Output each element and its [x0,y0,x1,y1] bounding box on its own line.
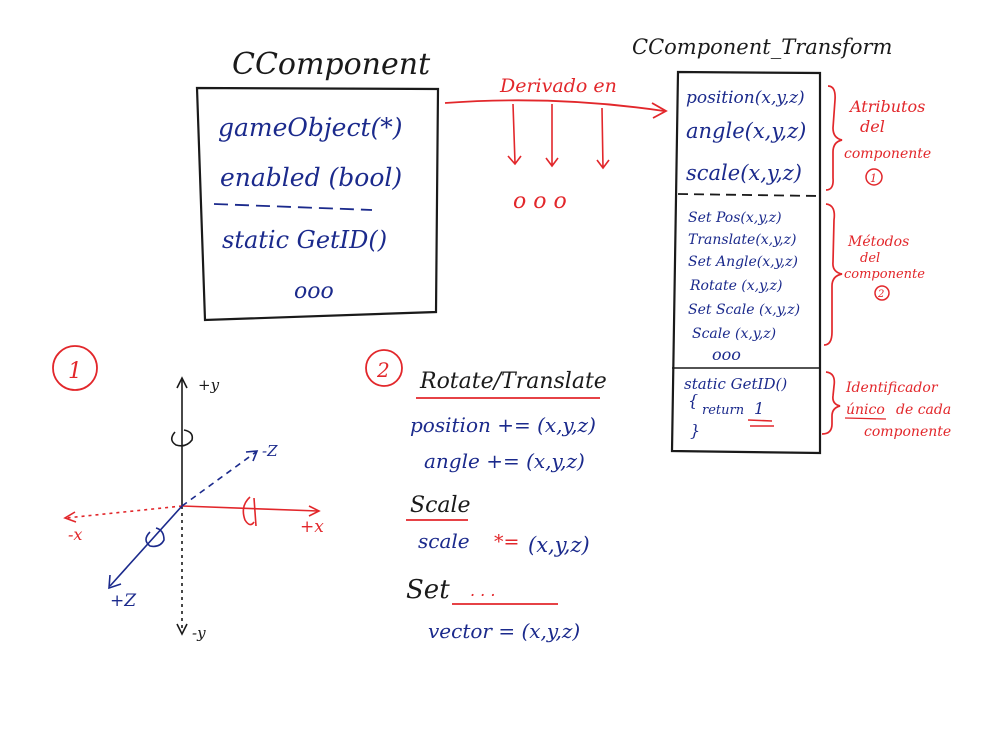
section-1-number: 1 [68,359,82,384]
ccomponent-ellipsis: ooo [294,279,334,304]
axis-minus-z-label: -Z [262,442,278,460]
ccomponent-divider [213,203,373,211]
annotation-attributes-number: 1 [870,172,877,185]
transform-open-brace: { [688,391,698,410]
annotation-identifier-line4: componente [864,424,951,440]
annotation-methods-line2: del [860,251,880,266]
transform-close-brace: } [690,421,700,440]
annotation-methods-line1: Métodos [847,234,909,250]
transform-divider [677,193,821,197]
annotation-methods-number: 2 [877,289,884,300]
transform-method-setpos: Set Pos(x,y,z) [688,210,782,226]
derived-down-arrow-3 [596,107,610,170]
ops-header-set: Set [406,575,450,605]
section-1-circle [52,345,98,391]
annotation-identifier-line1: Identificador [845,380,939,396]
section-2-number: 2 [376,358,390,382]
derived-down-arrow-1 [507,103,522,166]
annotation-attributes-line1: Atributos [848,97,925,116]
derived-down-arrows [507,103,610,170]
ops-scale-value: (x,y,z) [528,533,590,557]
transform-method-setscale: Set Scale (x,y,z) [688,302,800,318]
derived-arrowhead [651,102,668,119]
axis-plus-z-arrowhead [108,574,122,590]
ccomponent-title: CComponent [232,47,431,82]
methods-brace [823,203,843,346]
ops-header-rotate-translate: Rotate/Translate [419,369,607,394]
axis-plus-z-label: +Z [110,591,137,611]
axis-plus-x [181,505,319,512]
annotation-methods-circle [874,285,890,301]
annotation-methods-line3: componente [844,267,925,282]
axis-minus-y-arrowhead [176,623,188,636]
axis-plus-y-label: +y [198,376,220,394]
ops-vector-line: vector = (x,y,z) [428,619,580,643]
ops-scale-operator: *= [494,531,519,553]
transform-box [670,70,822,455]
transform-method-setangle: Set Angle(x,y,z) [688,254,798,270]
ops-header-scale: Scale [410,493,471,518]
rotation-y-icon [170,429,194,447]
transform-return-keyword: return [702,403,744,418]
ops-scale-keyword: scale [418,529,470,553]
annotation-identifier-line3: de cada [896,402,951,418]
annotation-attributes-circle [865,168,883,186]
axis-minus-x-label: -x [68,525,82,544]
transform-attr-position: position(x,y,z) [686,88,805,108]
transform-methods-ellipsis: ooo [712,345,741,364]
attributes-brace [825,85,843,191]
annotation-attributes-line2: del [860,117,885,136]
section-2-circle [365,349,403,387]
transform-method-scale: Scale (x,y,z) [692,326,776,342]
rotation-z-icon [145,527,165,548]
axis-plus-y-arrowhead [176,376,188,389]
axis-plus-x-arrowhead [308,505,321,517]
axis-plus-x-label: +x [300,517,324,537]
derived-ellipsis: o o o [513,189,567,214]
rotation-x-icon [242,496,257,527]
axis-plus-z [109,505,183,587]
annotation-identifier-unique: único [846,402,885,418]
transform-return-value: 1 [754,399,764,418]
derived-arrow [444,99,665,112]
ops-line-angle: angle += (x,y,z) [424,449,585,473]
identifier-brace [821,371,841,435]
axis-minus-x [65,505,183,519]
transform-attr-angle: angle(x,y,z) [686,119,806,143]
axis-minus-x-arrowhead [63,511,77,523]
transform-attr-scale: scale(x,y,z) [686,161,802,185]
ops-line-position: position += (x,y,z) [410,413,596,437]
transform-method-translate: Translate(x,y,z) [688,232,796,248]
axis-minus-z-arrowhead [245,450,259,462]
ops-set-dots: . . . [470,581,495,600]
transform-title: CComponent_Transform [632,35,892,59]
derived-label: Derivado en [499,75,617,97]
transform-static-getid: static GetID() [684,375,787,393]
ccomponent-attr-gameobject: gameObject(*) [218,113,403,142]
ccomponent-box [195,86,440,322]
annotation-attributes-line3: componente [844,146,931,162]
transform-method-rotate: Rotate (x,y,z) [689,278,782,294]
transform-return-underline [747,419,774,427]
ccomponent-method-getid: static GetID() [222,226,387,254]
axis-minus-y-label: -y [192,624,206,642]
axis-minus-z [181,451,257,507]
derived-down-arrow-2 [545,104,559,168]
annotation-identifier-underline [844,417,887,420]
ccomponent-attr-enabled: enabled (bool) [220,163,402,192]
